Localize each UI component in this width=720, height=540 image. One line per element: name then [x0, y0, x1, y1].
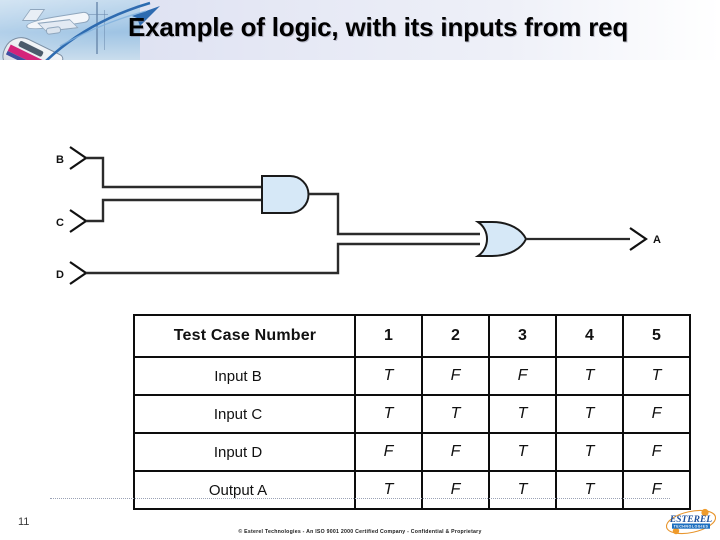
cell-input-d-case-3: T: [488, 432, 557, 472]
header-collage-image: [0, 0, 140, 60]
cell-output-a-case-1: T: [354, 470, 423, 510]
slide-header-band: [0, 0, 720, 60]
cell-input-d-case-2: F: [421, 432, 490, 472]
table-col-header-1: 1: [354, 314, 423, 358]
cell-output-a-case-5: F: [622, 470, 691, 510]
row-label-input-d: Input D: [133, 432, 356, 472]
row-label-output-a: Output A: [133, 470, 356, 510]
logic-diagram: B C D A: [56, 146, 661, 285]
cell-input-d-case-1: F: [354, 432, 423, 472]
tower-arm-icon: [88, 14, 108, 15]
cell-input-c-case-5: F: [622, 394, 691, 434]
table-header-row: Test Case Number 1 2 3 4 5: [133, 314, 691, 358]
cell-input-c-case-1: T: [354, 394, 423, 434]
cell-input-c-case-2: T: [421, 394, 490, 434]
output-port-a-label: A: [653, 234, 661, 246]
truth-table: Test Case Number 1 2 3 4 5 Input B T F F…: [133, 314, 691, 510]
input-port-b[interactable]: B: [56, 146, 88, 170]
table-row: Input C T T T T F: [133, 394, 691, 434]
esterel-logo: ESTEREL TECHNOLOGIES: [665, 508, 717, 535]
cell-output-a-case-4: T: [555, 470, 624, 510]
table-row: Input D F F T T F: [133, 432, 691, 472]
cell-input-b-case-4: T: [555, 356, 624, 396]
cell-input-c-case-4: T: [555, 394, 624, 434]
page-title: Example of logic, with its inputs from r…: [128, 12, 629, 42]
input-port-d[interactable]: D: [56, 261, 88, 285]
cell-input-b-case-1: T: [354, 356, 423, 396]
table-row: Input B T F F T T: [133, 356, 691, 396]
table-row: Output A T F T T F: [133, 470, 691, 510]
row-label-input-b: Input B: [133, 356, 356, 396]
table-col-header-5: 5: [622, 314, 691, 358]
swoosh-arrow-icon: [45, 1, 160, 60]
input-port-b-label: B: [56, 154, 64, 166]
cell-input-d-case-4: T: [555, 432, 624, 472]
input-port-c[interactable]: C: [56, 209, 88, 233]
table-row-header-label: Test Case Number: [133, 314, 356, 358]
row-label-input-c: Input C: [133, 394, 356, 434]
table-col-header-4: 4: [555, 314, 624, 358]
input-port-c-label: C: [56, 217, 64, 229]
input-port-d-label: D: [56, 269, 64, 281]
footer-divider: [50, 498, 670, 499]
cell-output-a-case-2: F: [421, 470, 490, 510]
output-port-a[interactable]: A: [629, 227, 661, 251]
table-col-header-3: 3: [488, 314, 557, 358]
truth-table-container: Test Case Number 1 2 3 4 5 Input B T F F…: [133, 314, 691, 510]
or-gate[interactable]: [474, 221, 528, 257]
cell-input-d-case-5: F: [622, 432, 691, 472]
cell-input-b-case-3: F: [488, 356, 557, 396]
esterel-logo-name: ESTEREL: [669, 515, 712, 525]
tower-secondary-icon: [104, 10, 105, 50]
footer-copyright: © Esterel Technologies - An ISO 9001 200…: [238, 529, 482, 535]
and-gate[interactable]: [261, 175, 310, 214]
cell-input-c-case-3: T: [488, 394, 557, 434]
cell-input-b-case-5: T: [622, 356, 691, 396]
page-number: 11: [18, 516, 30, 528]
table-col-header-2: 2: [421, 314, 490, 358]
cell-input-b-case-2: F: [421, 356, 490, 396]
esterel-logo-tagline: TECHNOLOGIES: [674, 525, 709, 529]
cell-output-a-case-3: T: [488, 470, 557, 510]
